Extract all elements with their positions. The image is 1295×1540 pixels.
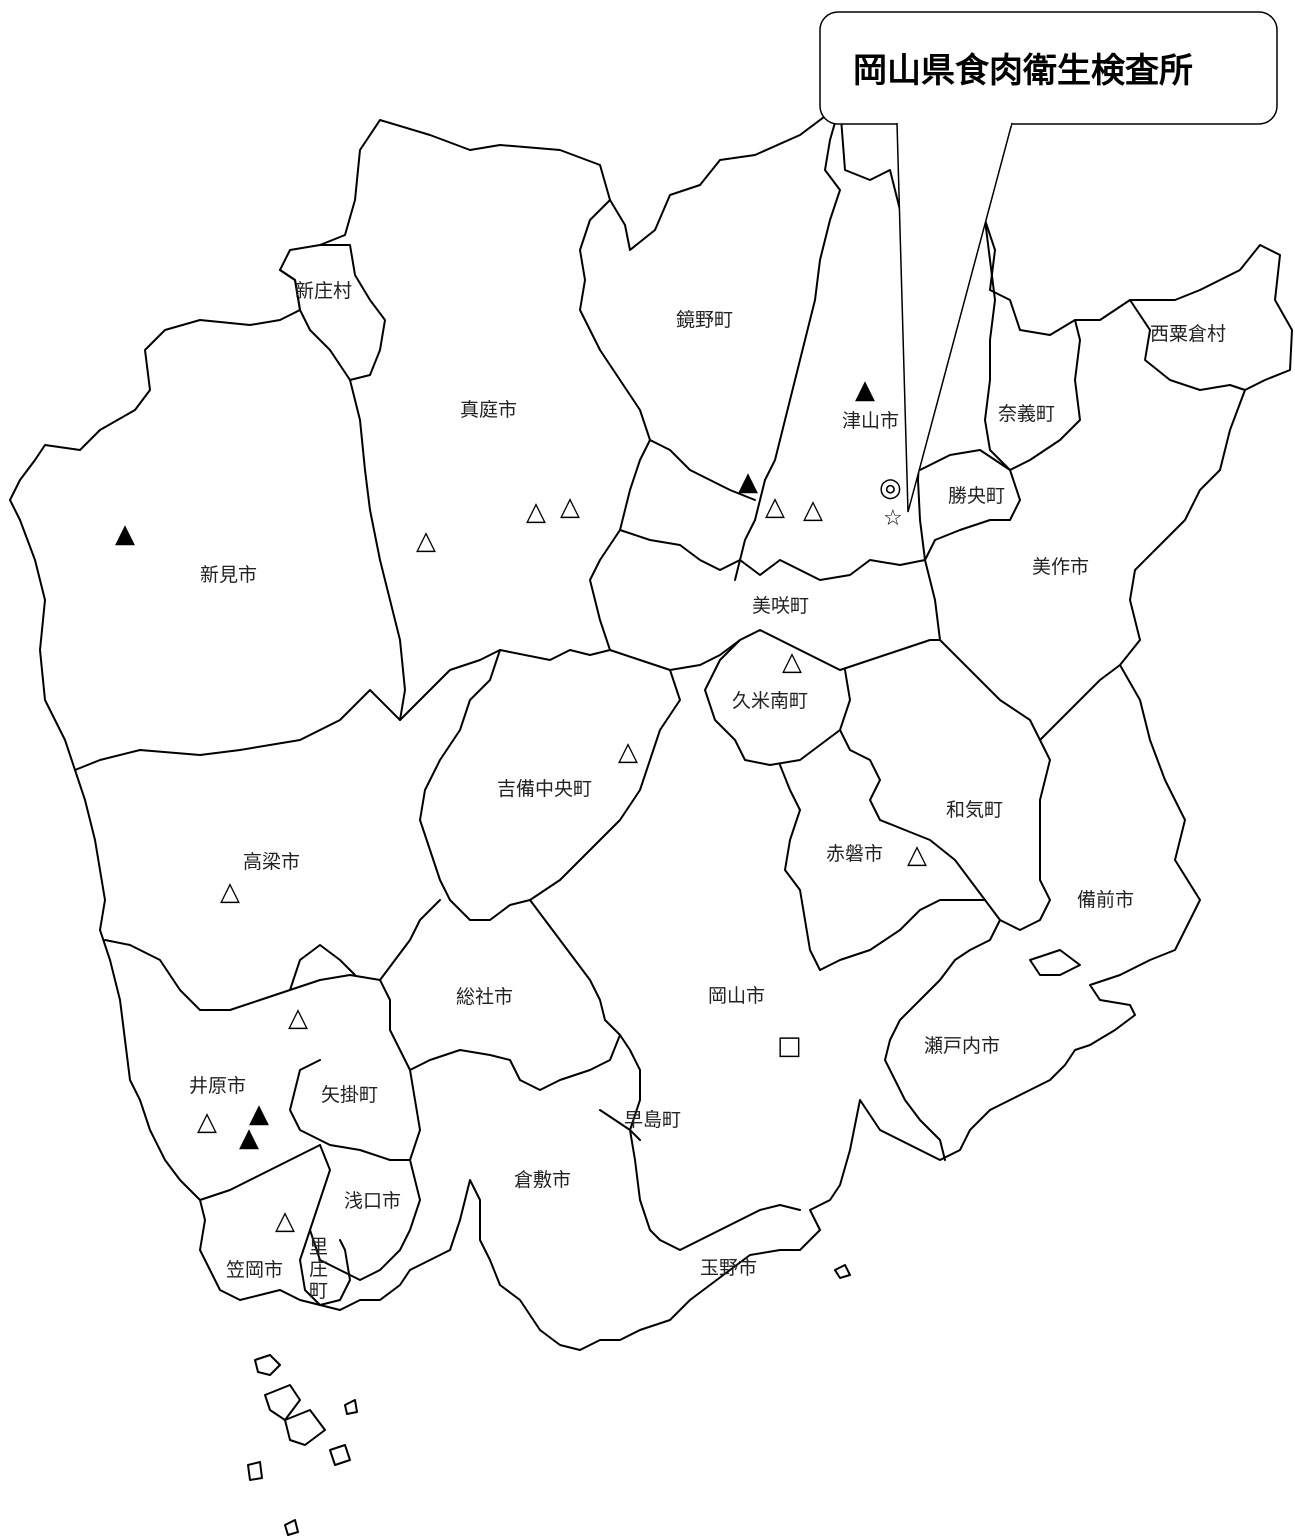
label-misaki: 美咲町 (752, 595, 809, 617)
border-soja-okayama (529, 899, 661, 1241)
double-circle-marker: ◎ (879, 473, 902, 503)
filled-triangle-marker: ▲ (738, 467, 758, 497)
border-setouchi (884, 919, 1001, 1161)
open-triangle-marker: △ (275, 1206, 295, 1236)
label-akaiwa: 赤磐市 (826, 843, 883, 865)
open-triangle-marker: △ (288, 1003, 308, 1033)
border-bizen-wake (1039, 664, 1121, 741)
border-niimi-takahashi (74, 689, 401, 771)
label-niimi: 新見市 (200, 564, 257, 586)
open-triangle-marker: △ (526, 497, 546, 527)
border-tamano (659, 1204, 801, 1251)
label-maniwa: 真庭市 (460, 399, 517, 421)
label-kurashiki: 倉敷市 (514, 1169, 571, 1191)
island (344, 1399, 358, 1415)
label-kagamino: 鏡野町 (676, 309, 733, 331)
open-triangle-marker: △ (765, 492, 785, 522)
island (247, 1461, 263, 1481)
label-setouchi: 瀬戸内市 (924, 1035, 1000, 1057)
open-triangle-marker: △ (907, 840, 927, 870)
label-hayashima: 早島町 (624, 1109, 681, 1131)
open-triangle-marker: △ (782, 647, 802, 677)
border-takahashi-ibara (289, 944, 356, 991)
label-shinjo: 新庄村 (295, 280, 352, 302)
label-tsuyama: 津山市 (842, 410, 899, 432)
open-triangle-marker: △ (803, 495, 823, 525)
label-okayama: 岡山市 (708, 985, 765, 1007)
border-maniwa-west (349, 379, 501, 721)
island (254, 1354, 281, 1376)
label-kasaoka: 笠岡市 (226, 1259, 283, 1281)
filled-triangle-marker: ▲ (115, 519, 135, 549)
label-takahashi: 高梁市 (243, 851, 300, 873)
label-nagi: 奈義町 (998, 403, 1055, 425)
island (264, 1384, 301, 1421)
callout-box (819, 11, 1278, 125)
label-bizen: 備前市 (1077, 889, 1134, 911)
island (834, 1264, 851, 1279)
border-kagamino-south (649, 439, 756, 501)
border-shoo (919, 449, 1021, 561)
island (284, 1519, 299, 1536)
border-satosho (299, 1229, 351, 1306)
border-shinjo (279, 244, 386, 381)
border-kibichuo-west (419, 649, 531, 921)
border-misaki-north (619, 529, 926, 581)
label-wake: 和気町 (946, 799, 1003, 821)
label-mimasaka: 美作市 (1032, 556, 1089, 578)
border-wake (839, 639, 1051, 931)
label-ibara: 井原市 (189, 1075, 246, 1097)
border-yakage (289, 1059, 421, 1161)
island (1029, 949, 1081, 976)
open-triangle-marker: △ (416, 526, 436, 556)
border-hayashima (599, 1109, 641, 1141)
border-nishiawakura (1129, 299, 1246, 391)
label-kibichuo: 吉備中央町 (497, 778, 592, 800)
label-satosho-2: 庄 (309, 1258, 328, 1280)
border-kumenan (704, 639, 851, 766)
label-satosho-3: 町 (309, 1280, 328, 1302)
label-tamano: 玉野市 (700, 1257, 757, 1279)
border-ibara-kasaoka (199, 1144, 321, 1201)
callout-pointer (896, 122, 1013, 513)
callout-label: 岡山県食肉衛生検査所 (853, 51, 1193, 91)
border-akaiwa-west (779, 764, 821, 971)
label-asakuchi: 浅口市 (344, 1190, 401, 1212)
border-kibichuo-east (529, 669, 681, 901)
label-shoo: 勝央町 (948, 485, 1005, 507)
island (329, 1444, 351, 1466)
filled-triangle-marker: ▲ (855, 375, 875, 405)
border-maniwa-kagamino (499, 199, 651, 661)
open-triangle-marker: △ (220, 877, 240, 907)
border-soja-kurashiki (379, 979, 621, 1091)
border-kagamino-tsuyama (734, 104, 841, 581)
label-satosho-1: 里 (309, 1236, 328, 1258)
border-akaiwa-okayama (819, 899, 986, 971)
border-misaki-south (609, 629, 941, 671)
open-triangle-marker: △ (560, 492, 580, 522)
square-marker: □ (777, 1031, 802, 1061)
star-marker: ☆ (883, 506, 903, 531)
label-kumenan: 久米南町 (732, 690, 808, 712)
filled-triangle-marker: ▲ (239, 1123, 259, 1153)
label-yakage: 矢掛町 (321, 1084, 378, 1106)
open-triangle-marker: △ (618, 737, 638, 767)
open-triangle-marker: △ (197, 1107, 217, 1137)
filled-triangle-marker: ▲ (249, 1099, 269, 1129)
island (284, 1409, 326, 1446)
border-nagi (984, 219, 1081, 471)
label-soja: 総社市 (456, 986, 513, 1008)
label-nishiawakura: 西粟倉村 (1150, 323, 1226, 345)
border-takahashi-soja (104, 899, 441, 1011)
prefecture-outline (9, 104, 1293, 1351)
